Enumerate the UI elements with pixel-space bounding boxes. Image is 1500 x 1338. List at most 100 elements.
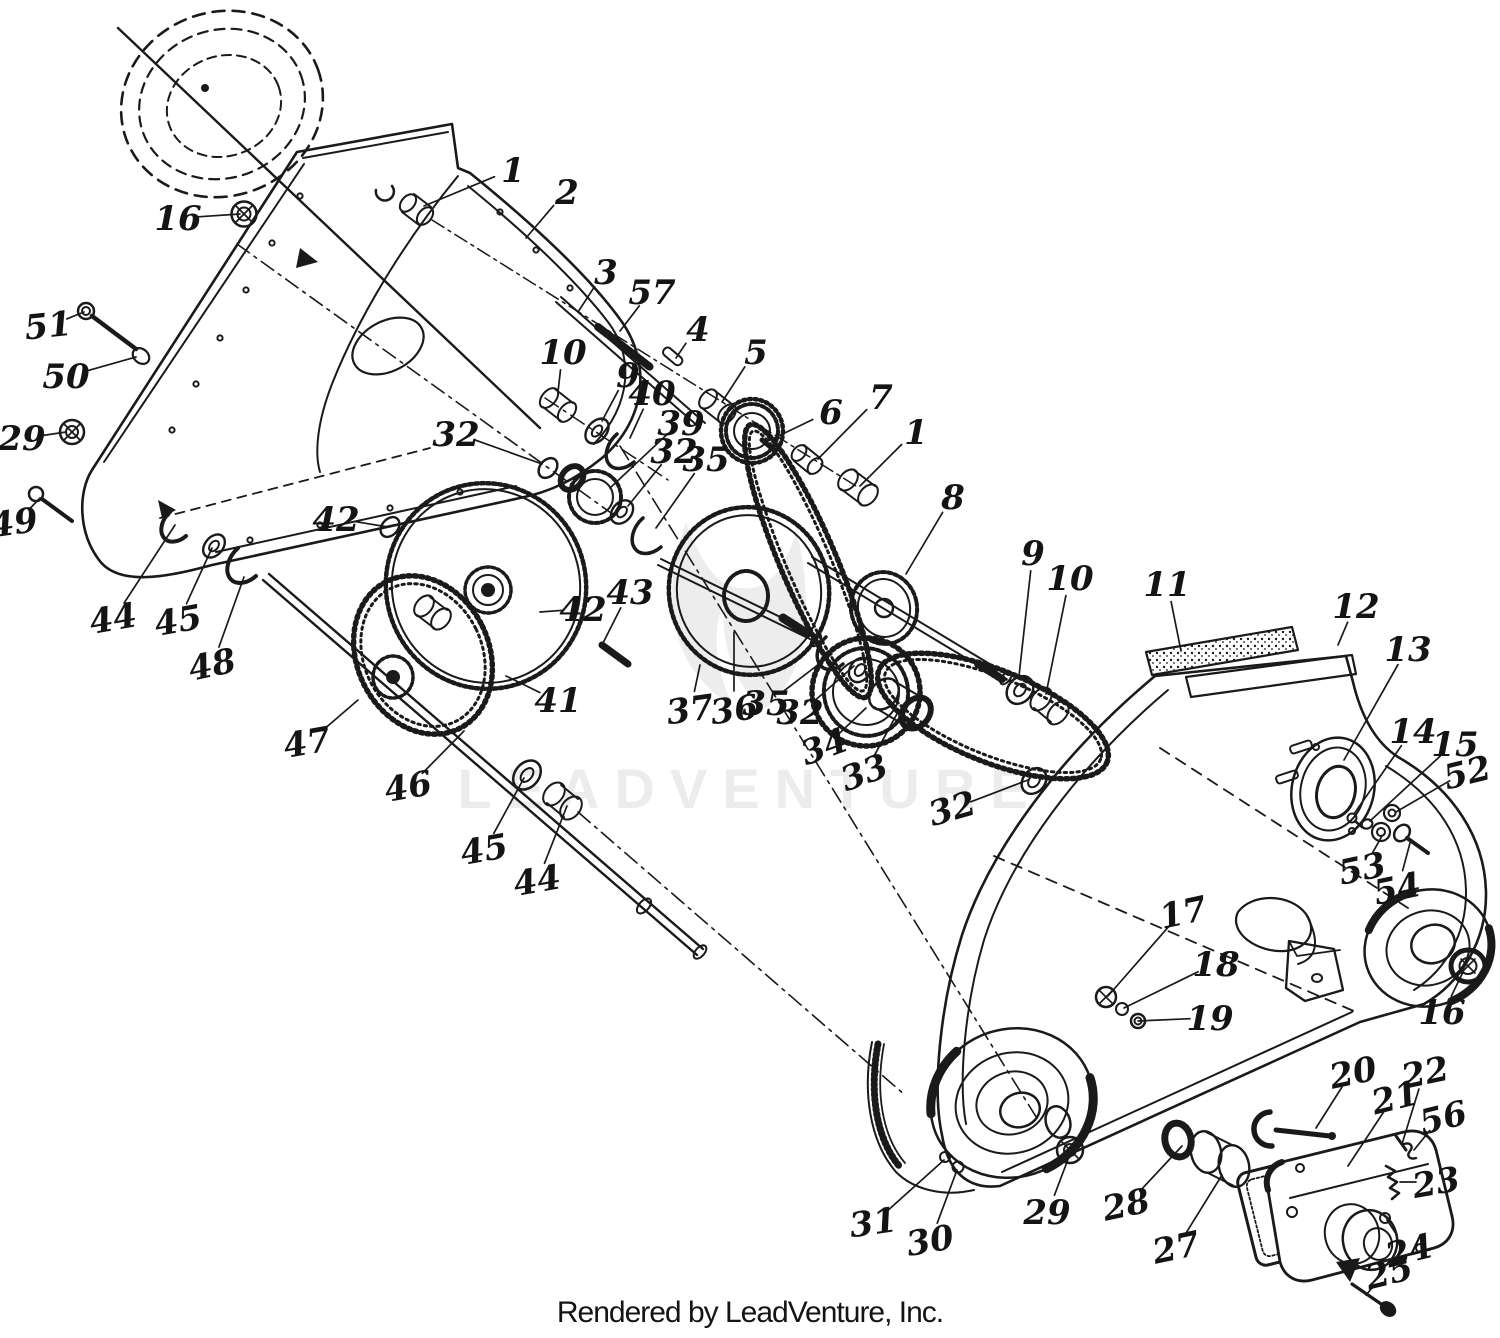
upper-axis-parts [374, 184, 879, 507]
leader-line-32 [814, 665, 855, 702]
part-number-44: 44 [86, 595, 140, 643]
leader-line-25 [1365, 1283, 1376, 1296]
leader-line-32 [627, 463, 663, 507]
part-number-56: 56 [1416, 1093, 1472, 1143]
tine-sprocket [371, 654, 415, 700]
part-number-49: 49 [0, 500, 40, 546]
part-number-10: 10 [539, 333, 587, 373]
part-number-43: 43 [606, 573, 653, 613]
leader-line-10 [557, 369, 562, 393]
leader-line-35 [655, 472, 696, 529]
guard-band [866, 1041, 975, 1194]
part-number-57: 57 [628, 273, 676, 313]
part-number-10: 10 [1046, 559, 1094, 599]
part-number-32: 32 [776, 693, 823, 733]
bolt-25 [1350, 1282, 1386, 1308]
leader-line-32 [969, 779, 1029, 803]
leader-line-14 [1353, 744, 1403, 815]
tine-chain [350, 573, 496, 737]
cap-16 [1448, 947, 1488, 985]
leader-line-49 [27, 497, 41, 511]
leader-line-9 [1018, 570, 1032, 677]
shift-rod-assembly [555, 296, 706, 429]
cup-40 [604, 432, 636, 471]
leader-line-16 [197, 213, 241, 218]
leader-line-2 [525, 204, 555, 239]
main-gear [383, 480, 589, 692]
leader-line-5 [721, 366, 746, 403]
part-number-53: 53 [1335, 845, 1390, 894]
part-number-32: 32 [432, 415, 479, 455]
leadventure-text-watermark: LEADVENTURE [457, 757, 1042, 820]
part-number-42: 42 [312, 500, 359, 540]
spring-57 [594, 323, 654, 371]
part-number-51: 51 [23, 304, 74, 349]
leader-line-8 [905, 511, 944, 575]
leader-line-19 [1137, 1017, 1191, 1022]
part-number-54: 54 [1370, 865, 1425, 914]
leader-line-4 [675, 342, 687, 359]
roller-28 [1161, 1119, 1195, 1161]
shift-fork-20 [1251, 1109, 1275, 1149]
bolt-49 [40, 497, 74, 523]
lower-chain [874, 650, 1112, 782]
gear-train [383, 396, 1112, 1121]
leader-line-51 [65, 311, 85, 320]
part-number-31: 31 [847, 1200, 899, 1246]
leader-line-33 [873, 711, 899, 758]
bolt-54 [1405, 836, 1430, 855]
leader-line-13 [1343, 663, 1399, 761]
pinion-39 [567, 469, 623, 525]
part-number-4: 4 [686, 310, 710, 350]
leader-line-27 [1185, 1174, 1223, 1233]
part-number-50: 50 [42, 357, 90, 397]
leader-line-44 [123, 524, 176, 604]
arrowhead-icon [296, 248, 318, 268]
leader-line-42 [539, 609, 564, 613]
top-flange [1144, 625, 1300, 677]
leader-line-47 [321, 699, 359, 732]
leader-line-29 [40, 431, 67, 437]
leader-line-3 [577, 285, 596, 313]
part-number-15: 15 [1431, 725, 1478, 765]
bolt-51 [89, 313, 139, 352]
hook-56 [1402, 1142, 1418, 1160]
part-number-9: 9 [1021, 534, 1045, 574]
part-number-36: 36 [708, 687, 760, 733]
part-number-8: 8 [940, 478, 965, 518]
leader-line-45 [492, 777, 525, 835]
ghost-wheel [116, 9, 542, 430]
leader-line-7 [817, 408, 868, 460]
right-side-panel [866, 625, 1496, 1194]
leader-line-12 [1337, 621, 1349, 646]
bean-cutout [1235, 896, 1313, 953]
snap-ring [374, 184, 396, 202]
bracket [1284, 939, 1345, 1003]
kidney-cutout [351, 316, 425, 376]
leader-line-46 [421, 730, 465, 775]
leader-line-48 [218, 576, 245, 648]
part-number-40: 40 [628, 374, 676, 414]
spring-23 [1384, 1164, 1401, 1201]
part-number-1: 1 [501, 151, 525, 191]
leader-line-9 [601, 389, 620, 422]
leader-line-21 [1347, 1111, 1385, 1167]
bushing-27 [1189, 1130, 1223, 1174]
leader-line-24 [1386, 1219, 1399, 1237]
part-number-39: 39 [657, 404, 704, 444]
leader-line-56 [1413, 1129, 1431, 1151]
part-number-7: 7 [869, 378, 893, 418]
leader-line-43 [601, 607, 622, 646]
part-number-17: 17 [1156, 889, 1211, 938]
spacer-43 [598, 641, 632, 668]
leader-line-30 [936, 1169, 958, 1225]
key-4 [661, 346, 684, 367]
leader-line-17 [1107, 924, 1171, 997]
leader-line-53 [1371, 835, 1383, 854]
part-number-35: 35 [742, 684, 789, 724]
drive-chain [741, 421, 875, 701]
part-number-13: 13 [1384, 630, 1431, 670]
leader-line-41 [505, 675, 541, 694]
part-number-46: 46 [381, 763, 435, 811]
part-number-29: 29 [0, 419, 46, 459]
